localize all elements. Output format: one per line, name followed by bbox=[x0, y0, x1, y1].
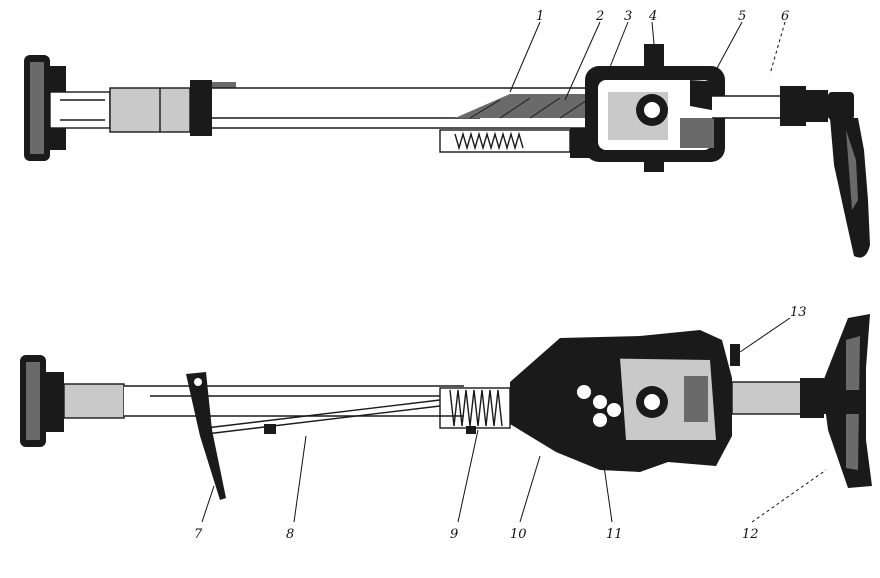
callout-6: 6 bbox=[781, 9, 789, 24]
callout-1: 1 bbox=[536, 9, 544, 24]
top-diff-housing bbox=[585, 44, 725, 172]
callout-10: 10 bbox=[510, 527, 527, 542]
top-knuckle-arm bbox=[830, 118, 870, 258]
bottom-right-knuckle bbox=[822, 314, 872, 488]
top-left-hub bbox=[24, 55, 111, 161]
callout-4: 4 bbox=[648, 9, 657, 24]
top-spring-rod bbox=[439, 128, 600, 158]
top-axle-view bbox=[24, 44, 870, 258]
bottom-tie-rod bbox=[205, 399, 441, 435]
top-beam-tube bbox=[212, 87, 608, 129]
callout-13: 13 bbox=[790, 305, 807, 320]
top-right-shaft bbox=[712, 86, 854, 126]
bottom-diff-housing bbox=[510, 330, 740, 472]
callout-labels: 1 2 3 4 5 6 7 8 9 10 11 12 13 bbox=[194, 9, 807, 542]
callout-5: 5 bbox=[738, 9, 746, 24]
callout-11: 11 bbox=[606, 527, 623, 542]
top-left-tube bbox=[109, 80, 236, 136]
bottom-right-shaft bbox=[731, 378, 824, 418]
bottom-axle-view bbox=[20, 314, 872, 500]
callout-8: 8 bbox=[286, 527, 294, 542]
bottom-beam-tube bbox=[124, 385, 464, 417]
callout-12: 12 bbox=[742, 527, 759, 542]
callout-2: 2 bbox=[595, 9, 604, 24]
bottom-left-hub bbox=[20, 355, 125, 447]
callout-9: 9 bbox=[450, 527, 458, 542]
callout-3: 3 bbox=[624, 9, 632, 24]
callout-7: 7 bbox=[194, 527, 203, 542]
callout-leaders bbox=[201, 21, 827, 523]
